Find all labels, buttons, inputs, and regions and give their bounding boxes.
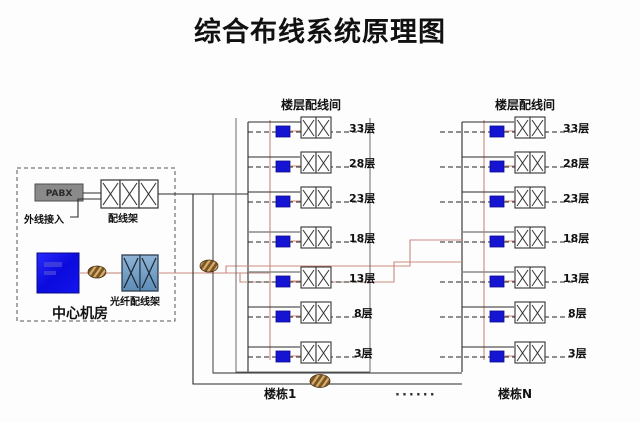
network-switch-icon bbox=[275, 235, 291, 248]
patch-panel-icon bbox=[514, 116, 546, 139]
building-1-floor-label-18: 18层 bbox=[349, 232, 376, 245]
network-switch-icon bbox=[489, 125, 505, 138]
building-n-floor-label-8: 8层 bbox=[568, 307, 587, 320]
patch-panel-icon bbox=[514, 266, 546, 289]
building-1-header: 楼层配线间 bbox=[281, 98, 342, 112]
building-n-floor-label-28: 28层 bbox=[563, 157, 590, 170]
building-n-floor-label-3: 3层 bbox=[568, 347, 587, 360]
trunk-network bbox=[192, 120, 485, 388]
network-switch-icon bbox=[489, 275, 505, 288]
fiber-splice-icon bbox=[87, 265, 107, 279]
patch-panel-icon bbox=[300, 186, 332, 209]
network-switch-icon bbox=[489, 195, 505, 208]
building-1-name: 楼栋1 bbox=[264, 387, 297, 401]
patch-panel-icon bbox=[300, 341, 332, 364]
building-1-floor-label-3: 3层 bbox=[354, 347, 373, 360]
building-1-floor-label-33: 33层 bbox=[349, 122, 376, 135]
patch-panel-icon bbox=[514, 341, 546, 364]
network-switch-icon bbox=[275, 195, 291, 208]
patch-panel-icon bbox=[300, 151, 332, 174]
patch-panel-icon bbox=[514, 151, 546, 174]
copper-branch-building-n bbox=[212, 194, 462, 374]
central-room-boundary bbox=[16, 167, 176, 322]
copper-bottom-loop bbox=[192, 194, 462, 385]
building-1-floors bbox=[235, 116, 371, 373]
external-line-label: 外线接入 bbox=[24, 215, 64, 226]
network-switch-icon bbox=[489, 160, 505, 173]
fiber-row bbox=[36, 252, 270, 294]
building-1-floor-label-28: 28层 bbox=[349, 157, 376, 170]
building-n-floors bbox=[440, 116, 577, 364]
patch-panel-icon bbox=[300, 301, 332, 324]
fiber-branch-building-n-lower bbox=[239, 261, 462, 283]
network-switch-icon bbox=[275, 310, 291, 323]
building-n-floor-label-13: 13层 bbox=[563, 272, 590, 285]
buildings-ellipsis: ······ bbox=[395, 388, 437, 403]
patch-panel-icon bbox=[514, 301, 546, 324]
building-n-floor-label-33: 33层 bbox=[563, 122, 590, 135]
building-1-frame bbox=[235, 118, 370, 373]
network-switch-icon bbox=[489, 310, 505, 323]
fiber-patch-panel-label: 光纤配线架 bbox=[110, 297, 160, 308]
building-n-floor-label-23: 23层 bbox=[563, 192, 590, 205]
network-switch-icon bbox=[489, 350, 505, 363]
server-equipment-box bbox=[36, 252, 80, 294]
network-switch-icon bbox=[275, 275, 291, 288]
network-switch-icon bbox=[489, 235, 505, 248]
network-switch-icon bbox=[275, 160, 291, 173]
network-switch-icon bbox=[275, 125, 291, 138]
fiber-branch-building-n-upper bbox=[225, 239, 462, 273]
fiber-splice-icon-trunk bbox=[199, 259, 219, 273]
external-line-path bbox=[70, 198, 101, 218]
pabx-row: PABX bbox=[34, 179, 248, 218]
building-n-header: 楼层配线间 bbox=[495, 98, 556, 112]
patch-panel-icon bbox=[514, 186, 546, 209]
building-1-floor-label-23: 23层 bbox=[349, 192, 376, 205]
building-n-floor-label-18: 18层 bbox=[563, 232, 590, 245]
page-title: 综合布线系统原理图 bbox=[194, 17, 446, 48]
patch-panel-label: 配线架 bbox=[108, 214, 138, 225]
central-room-label: 中心机房 bbox=[52, 306, 108, 322]
central-room-group bbox=[16, 167, 176, 322]
network-switch-icon bbox=[275, 350, 291, 363]
patch-panel-icon bbox=[300, 266, 332, 289]
patch-panel-icon bbox=[100, 179, 159, 209]
pabx-label: PABX bbox=[46, 189, 73, 199]
patch-panel-icon bbox=[300, 226, 332, 249]
building-1-floor-label-13: 13层 bbox=[349, 272, 376, 285]
building-n-name: 楼栋N bbox=[498, 387, 533, 401]
fiber-splice-icon-bottom bbox=[309, 374, 331, 388]
patch-panel-icon bbox=[514, 226, 546, 249]
fiber-patch-panel-icon bbox=[121, 254, 159, 292]
building-1-floor-label-8: 8层 bbox=[354, 307, 373, 320]
patch-panel-icon bbox=[300, 116, 332, 139]
